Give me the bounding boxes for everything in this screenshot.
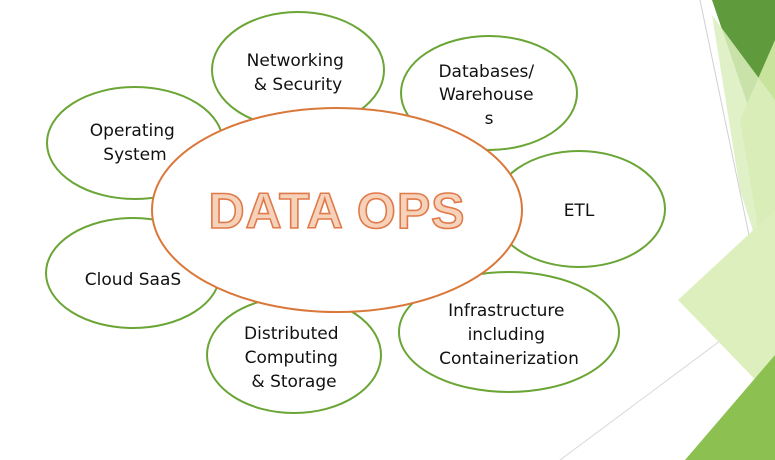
node-infrastructure-line-2: including — [468, 325, 545, 345]
node-etl-line-1: ETL — [564, 201, 595, 221]
node-infrastructure-line-3: Containerization — [439, 349, 579, 369]
node-databases-line-2: Warehouse — [439, 85, 533, 105]
center-title: DATA OPS — [208, 183, 465, 239]
svg-text:Networking & Security: Networking & Security — [247, 51, 350, 95]
svg-text:Databases/ Warehouse: Databases/ Warehouse s — [438, 62, 539, 129]
center-node: DATA OPS — [151, 107, 523, 313]
node-networking-line-1: Networking — [247, 51, 344, 71]
svg-text:Operating System: Operating System — [90, 121, 180, 165]
svg-text:Infrastructure including: Infrastructure including Containerizatio… — [439, 301, 579, 369]
node-operating-system-line-1: Operating — [90, 121, 175, 141]
node-databases: Databases/ Warehouse s — [400, 35, 578, 151]
node-cloud-saas-line-1: Cloud SaaS — [85, 270, 181, 290]
node-infrastructure: Infrastructure including Containerizatio… — [398, 271, 620, 393]
node-distributed-line-2: Computing — [245, 348, 338, 368]
svg-text:Distributed Computing: Distributed Computing & Storage — [244, 324, 344, 392]
svg-text:Cloud SaaS: Cloud SaaS — [85, 270, 181, 290]
node-distributed: Distributed Computing & Storage — [206, 296, 382, 414]
svg-text:ETL: ETL — [564, 201, 595, 221]
decorative-background — [559, 0, 775, 460]
node-databases-line-1: Databases/ — [438, 62, 534, 82]
node-infrastructure-line-1: Infrastructure — [448, 301, 564, 321]
node-distributed-line-3: & Storage — [251, 372, 336, 392]
node-networking-line-2: & Security — [254, 75, 342, 95]
node-operating-system-line-2: System — [103, 145, 166, 165]
node-distributed-line-1: Distributed — [244, 324, 339, 344]
node-databases-line-3: s — [485, 109, 494, 129]
